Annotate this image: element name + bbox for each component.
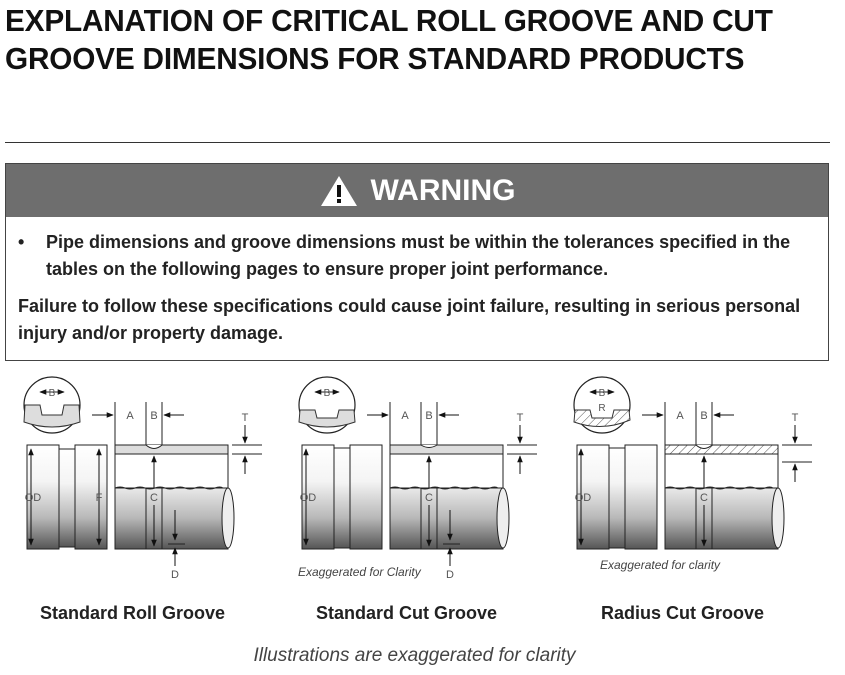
label-od: OD: [25, 492, 42, 504]
pipe-end-view: OD: [300, 444, 383, 550]
exaggerated-note: Exaggerated for Clarity: [298, 565, 422, 579]
groove-diagrams: B A B OD F C T D: [23, 376, 812, 581]
warning-heading: WARNING: [370, 173, 516, 207]
label-b-detail: B: [49, 388, 56, 399]
label-b: B: [425, 410, 432, 422]
diagram-2: B R A B OD C T: [573, 376, 812, 572]
warning-triangle-icon: [320, 175, 357, 206]
groove-detail-circle: B: [23, 376, 81, 434]
pipe-end-view: OD F: [25, 444, 108, 550]
groove-detail-circle: B: [298, 376, 356, 434]
pipe-section-view: C T: [664, 412, 812, 550]
diagram-0: B A B OD F C T D: [23, 376, 262, 581]
pipe-section-view: C T D: [389, 412, 537, 581]
caption-radius-cut-groove: Radius Cut Groove: [601, 603, 765, 623]
page-title: EXPLANATION OF CRITICAL ROLL GROOVE AND …: [5, 3, 773, 76]
footer-note: Illustrations are exaggerated for clarit…: [253, 645, 576, 666]
groove-detail-circle: B R: [573, 376, 631, 434]
label-a: A: [676, 410, 684, 422]
warning-bullet-text: Pipe dimensions and groove dimensions mu…: [46, 232, 791, 279]
label-od: OD: [575, 492, 592, 504]
label-a: A: [401, 410, 409, 422]
label-t: T: [792, 412, 799, 424]
warning-header: WARNING: [6, 164, 828, 217]
label-c: C: [425, 492, 433, 504]
label-t: T: [242, 412, 249, 424]
pipe-section-view: C T D: [114, 412, 262, 581]
label-f: F: [96, 492, 103, 504]
warning-box: WARNING • Pipe dimensions and groove dim…: [5, 163, 829, 361]
pipe-end-view: OD: [575, 444, 658, 550]
label-od: OD: [300, 492, 317, 504]
caption-standard-cut-groove: Standard Cut Groove: [316, 603, 498, 623]
label-t: T: [517, 412, 524, 424]
exaggerated-note: Exaggerated for clarity: [600, 558, 721, 572]
diagram-1: B A B OD C T D: [298, 376, 537, 581]
label-c: C: [700, 492, 708, 504]
label-d: D: [171, 569, 179, 581]
label-r-detail: R: [598, 403, 605, 414]
warning-bullet: • Pipe dimensions and groove dimensions …: [18, 229, 818, 283]
bullet-dot: •: [18, 232, 25, 252]
label-d: D: [446, 569, 454, 581]
label-b: B: [150, 410, 157, 422]
caption-standard-roll-groove: Standard Roll Groove: [40, 603, 226, 623]
title-divider: [5, 142, 830, 143]
label-b-detail: B: [324, 388, 331, 399]
label-b-detail: B: [599, 388, 606, 399]
warning-paragraph: Failure to follow these specifications c…: [18, 296, 801, 343]
label-a: A: [126, 410, 134, 422]
label-c: C: [150, 492, 158, 504]
label-b: B: [700, 410, 707, 422]
